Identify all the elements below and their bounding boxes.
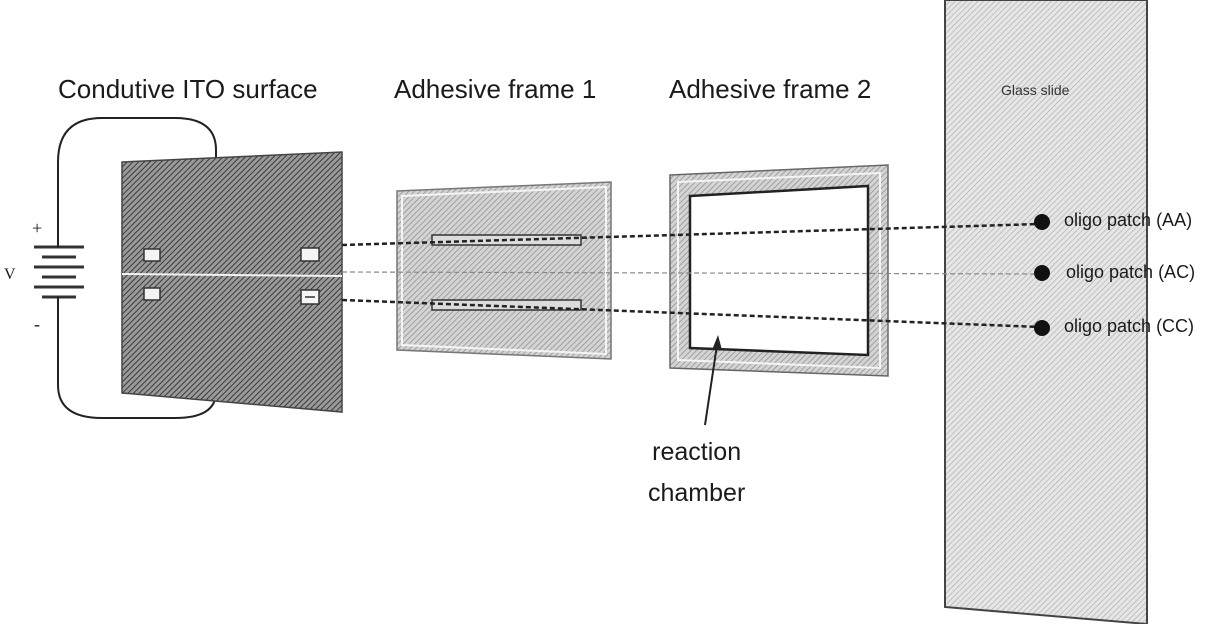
electrode-pad (300, 247, 320, 262)
battery-icon (34, 228, 84, 335)
battery-positive-label: + (32, 218, 43, 238)
electrode-pad (143, 248, 161, 262)
arrow-icon (704, 335, 722, 426)
adhesive-frame-1 (396, 181, 612, 360)
ito-surface (121, 151, 343, 413)
reaction-chamber-label: reaction chamber (648, 432, 745, 514)
circuit-wire (57, 117, 217, 419)
reaction-chamber-line-1: reaction (652, 438, 742, 466)
ito-surface-title: Condutive ITO surface (58, 74, 318, 104)
alignment-lines (341, 222, 1041, 329)
electrode-pad (143, 287, 161, 301)
adhesive-frame-2 (669, 164, 889, 377)
battery-negative-label: - (34, 314, 40, 334)
oligo-patch-dot (1034, 320, 1050, 336)
oligo-patch-dot (1034, 214, 1050, 230)
oligo-patch-ac-label: oligo patch (AC) (1066, 262, 1196, 282)
glass-slide-label: Glass slide (1001, 82, 1070, 98)
adhesive-frame-2-title: Adhesive frame 2 (669, 74, 872, 104)
oligo-patch-dot (1034, 265, 1050, 281)
reaction-chamber-window (688, 184, 870, 357)
adhesive-frame-1-title: Adhesive frame 1 (394, 74, 597, 104)
channel-slot (431, 299, 582, 311)
glass-slide (944, 0, 1148, 624)
reaction-chamber-line-2: chamber (648, 479, 746, 507)
oligo-patch-cc-label: oligo patch (CC) (1064, 316, 1195, 336)
battery-voltage-label: V (4, 266, 16, 283)
oligo-patch-aa-label: oligo patch (AA) (1064, 210, 1193, 230)
